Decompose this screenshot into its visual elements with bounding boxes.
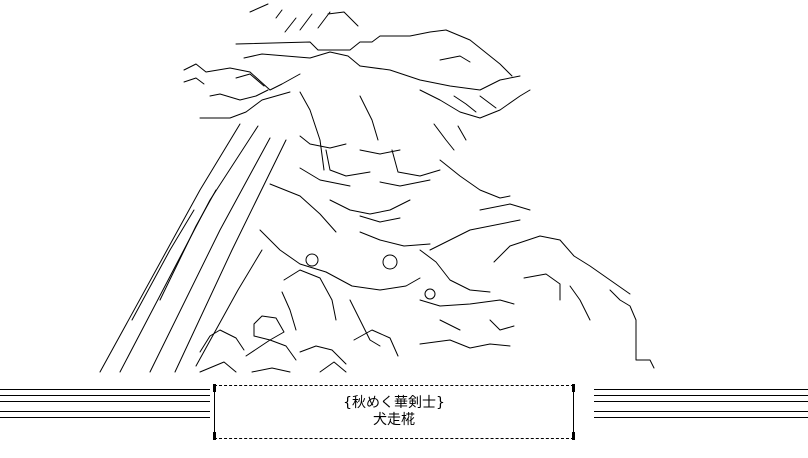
- corner-tick-bottom-right: [572, 432, 575, 440]
- ascii-art-icon: [99, 3, 655, 373]
- caption-box: {秋めく華剣士} 犬走椛: [213, 384, 575, 440]
- author-name: 犬走椛: [373, 412, 415, 428]
- corner-tick-top-left: [213, 384, 216, 392]
- work-title: {秋めく華剣士}: [343, 395, 445, 411]
- corner-tick-bottom-left: [213, 432, 216, 440]
- decorative-rules-right: [594, 389, 808, 423]
- decorative-rules-left: [0, 389, 210, 423]
- corner-tick-top-right: [572, 384, 575, 392]
- ascii-art-illustration: [99, 3, 655, 373]
